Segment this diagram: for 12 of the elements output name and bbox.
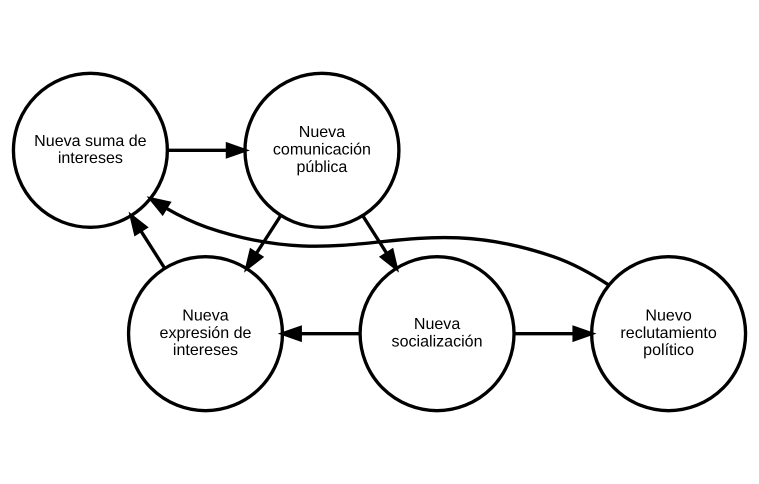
- node-circle: Nueva comunicación pública: [243, 72, 401, 229]
- arrow: [146, 196, 610, 286]
- arrow: [514, 325, 597, 342]
- arrow: [278, 325, 360, 342]
- arrow: [128, 212, 166, 270]
- arrow: [244, 214, 282, 273]
- arrow: [361, 214, 399, 273]
- node-circle: Nueva socialización: [358, 255, 516, 412]
- node-circle: Nuevo reclutamiento político: [590, 255, 748, 412]
- node-circle: Nueva expresión de intereses: [126, 255, 284, 412]
- node-circle: Nueva suma de intereses: [12, 72, 170, 229]
- arrow: [168, 142, 250, 159]
